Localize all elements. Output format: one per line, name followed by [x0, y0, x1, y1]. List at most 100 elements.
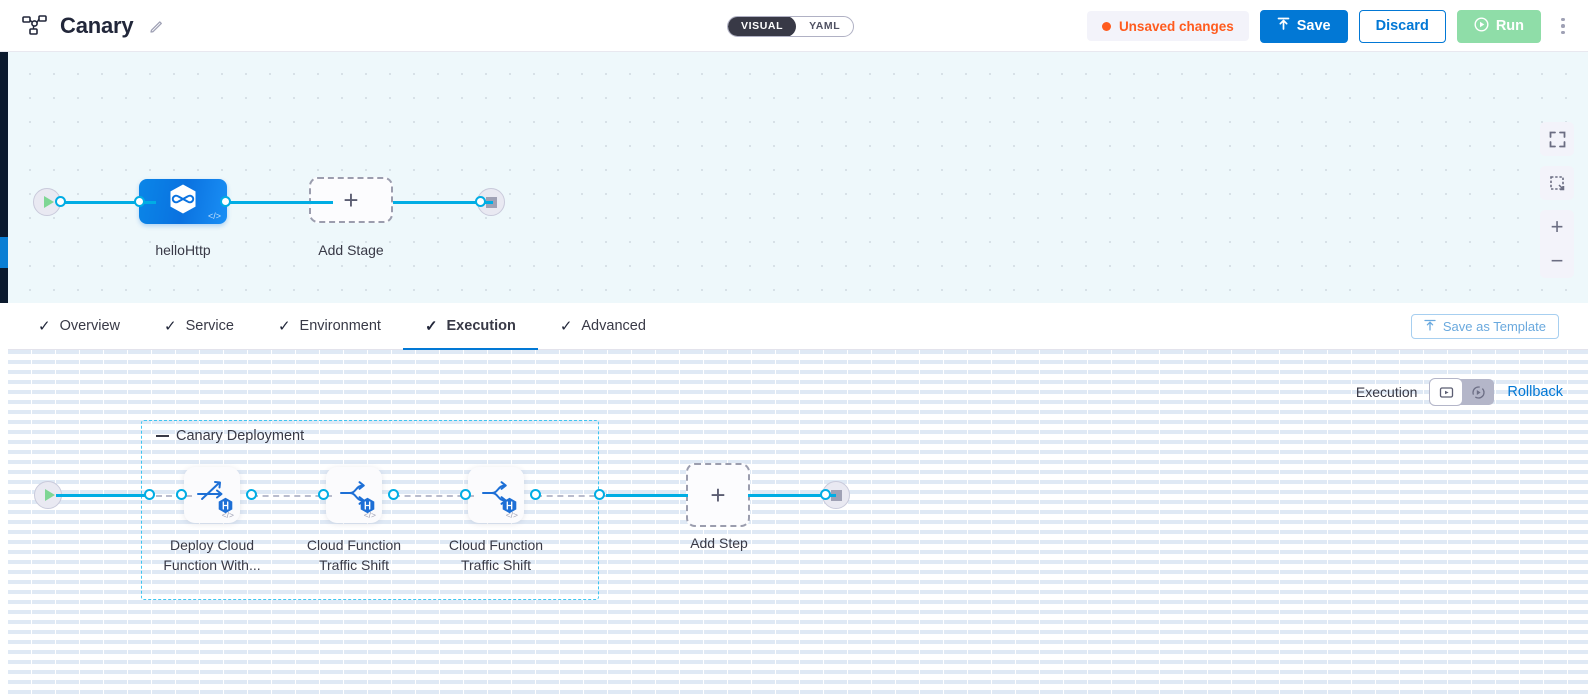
check-icon: ✓	[164, 318, 177, 335]
zoom-out-button[interactable]: −	[1550, 248, 1564, 273]
stage-input-port[interactable]	[134, 196, 145, 207]
group-exit-port[interactable]	[594, 489, 605, 500]
save-button[interactable]: Save	[1259, 9, 1348, 43]
edge-group-entry	[156, 495, 192, 497]
unsaved-dot-icon	[1101, 21, 1111, 31]
plus-icon: +	[710, 479, 726, 510]
stage-canvas-controls: + −	[1540, 122, 1574, 278]
execution-end-input-port[interactable]	[820, 489, 831, 500]
add-step-label: Add Step	[690, 535, 748, 551]
tab-service[interactable]: ✓ Service	[142, 303, 256, 350]
kebab-menu-icon[interactable]	[1552, 14, 1574, 39]
tab-advanced[interactable]: ✓ Advanced	[538, 303, 668, 350]
step3-output-port[interactable]	[530, 489, 541, 500]
step3-input-port[interactable]	[460, 489, 471, 500]
toggle-yaml[interactable]: YAML	[809, 20, 841, 32]
zoom-controls: + −	[1540, 210, 1574, 278]
left-nav-active-indicator	[0, 237, 8, 268]
rollback-link[interactable]: Rollback	[1507, 384, 1563, 400]
harness-hex-badge	[217, 497, 234, 514]
step1-input-port[interactable]	[176, 489, 187, 500]
step-group-canary-deployment[interactable]	[141, 420, 599, 600]
step2-label: Cloud Function Traffic Shift	[290, 535, 418, 576]
discard-button[interactable]: Discard	[1358, 9, 1446, 43]
step-code-glyph: </>	[221, 510, 234, 520]
pencil-icon[interactable]	[149, 18, 165, 34]
step-node-deploy-cloud-function[interactable]: </>	[184, 467, 240, 523]
toggle-visual[interactable]: VISUAL	[728, 17, 797, 36]
stage-node-hellohttp[interactable]: </>	[139, 179, 227, 224]
harness-hex-badge	[359, 497, 376, 514]
save-label: Save	[1296, 18, 1331, 34]
fit-to-screen-icon[interactable]	[1540, 166, 1574, 200]
plus-icon: +	[343, 184, 359, 215]
start-output-port[interactable]	[55, 196, 66, 207]
step3-label-line1: Cloud Function	[448, 537, 544, 553]
stage-output-port[interactable]	[220, 196, 231, 207]
run-play-icon	[1474, 16, 1489, 36]
unsaved-label: Unsaved changes	[1118, 18, 1234, 34]
stage-code-glyph: </>	[207, 211, 221, 221]
execution-end-node[interactable]	[822, 481, 850, 509]
step3-label: Cloud Function Traffic Shift	[432, 535, 560, 576]
execution-canvas[interactable]: Execution Rollback	[8, 350, 1588, 699]
status-badge-unsaved: Unsaved changes	[1086, 11, 1249, 41]
add-stage-button[interactable]: +	[309, 177, 393, 223]
step1-output-port[interactable]	[246, 489, 257, 500]
fullscreen-icon[interactable]	[1540, 122, 1574, 156]
view-mode-toggle[interactable]: VISUAL YAML	[727, 16, 855, 37]
edge-stage-to-addstage	[223, 201, 333, 204]
tab-overview-label: Overview	[59, 318, 121, 334]
zoom-in-button[interactable]: +	[1550, 214, 1564, 239]
step-group-header[interactable]: Canary Deployment	[156, 428, 304, 444]
tab-service-label: Service	[185, 318, 234, 334]
group-entry-port[interactable]	[144, 489, 155, 500]
save-as-template-button[interactable]: Save as Template	[1410, 314, 1559, 339]
harness-hex-badge	[501, 497, 518, 514]
step-node-traffic-shift-1[interactable]: </>	[326, 467, 382, 523]
tab-execution[interactable]: ✓ Execution	[402, 303, 538, 351]
step-node-traffic-shift-2[interactable]: </>	[468, 467, 524, 523]
add-stage-label: Add Stage	[318, 242, 384, 258]
page-title: Canary	[60, 12, 134, 38]
left-nav-rail	[0, 52, 8, 303]
template-upload-icon	[1424, 319, 1436, 335]
save-as-template-label: Save as Template	[1442, 319, 1546, 334]
execution-label: Execution	[1355, 384, 1418, 400]
check-icon: ✓	[559, 318, 573, 335]
check-icon: ✓	[277, 318, 291, 335]
step1-label-line2: Function With...	[163, 557, 261, 574]
edge-group-to-addstep	[606, 494, 688, 497]
edge-addstep-to-end	[748, 494, 836, 497]
step-group-title: Canary Deployment	[176, 428, 305, 444]
execution-mode-icon[interactable]	[1430, 379, 1463, 405]
step3-label-line2: Traffic Shift	[460, 557, 532, 574]
stage-node-label: helloHttp	[155, 242, 211, 258]
rollback-mode-icon[interactable]	[1462, 379, 1494, 405]
pipeline-icon	[22, 14, 48, 37]
end-input-port[interactable]	[475, 196, 486, 207]
edge-start-to-stage	[56, 201, 156, 204]
step2-input-port[interactable]	[318, 489, 329, 500]
header-actions: Unsaved changes Save Discard Run	[1086, 0, 1574, 52]
execution-mode-segmented	[1430, 379, 1495, 405]
stage-config-tabs: ✓ Overview ✓ Service ✓ Environment ✓ Exe…	[8, 303, 1588, 351]
discard-label: Discard	[1375, 18, 1429, 34]
tab-execution-label: Execution	[446, 318, 516, 334]
edge-start-to-group	[56, 494, 154, 497]
stop-end-icon	[830, 489, 842, 501]
edge-step3-to-groupexit	[536, 495, 606, 497]
minus-icon[interactable]	[156, 435, 169, 437]
play-start-icon	[43, 196, 54, 208]
app-header: Canary VISUAL YAML Unsaved changes Save	[0, 0, 1588, 52]
stage-canvas[interactable]: </> helloHttp + Add Stage + −	[8, 52, 1588, 303]
run-button[interactable]: Run	[1456, 9, 1541, 43]
tab-environment[interactable]: ✓ Environment	[256, 303, 403, 350]
tab-advanced-label: Advanced	[581, 318, 646, 334]
add-step-button[interactable]: +	[686, 463, 750, 527]
tab-overview[interactable]: ✓ Overview	[16, 303, 142, 350]
step2-label-line2: Traffic Shift	[318, 557, 390, 574]
step2-output-port[interactable]	[388, 489, 399, 500]
edge-addstage-to-end	[393, 201, 493, 204]
